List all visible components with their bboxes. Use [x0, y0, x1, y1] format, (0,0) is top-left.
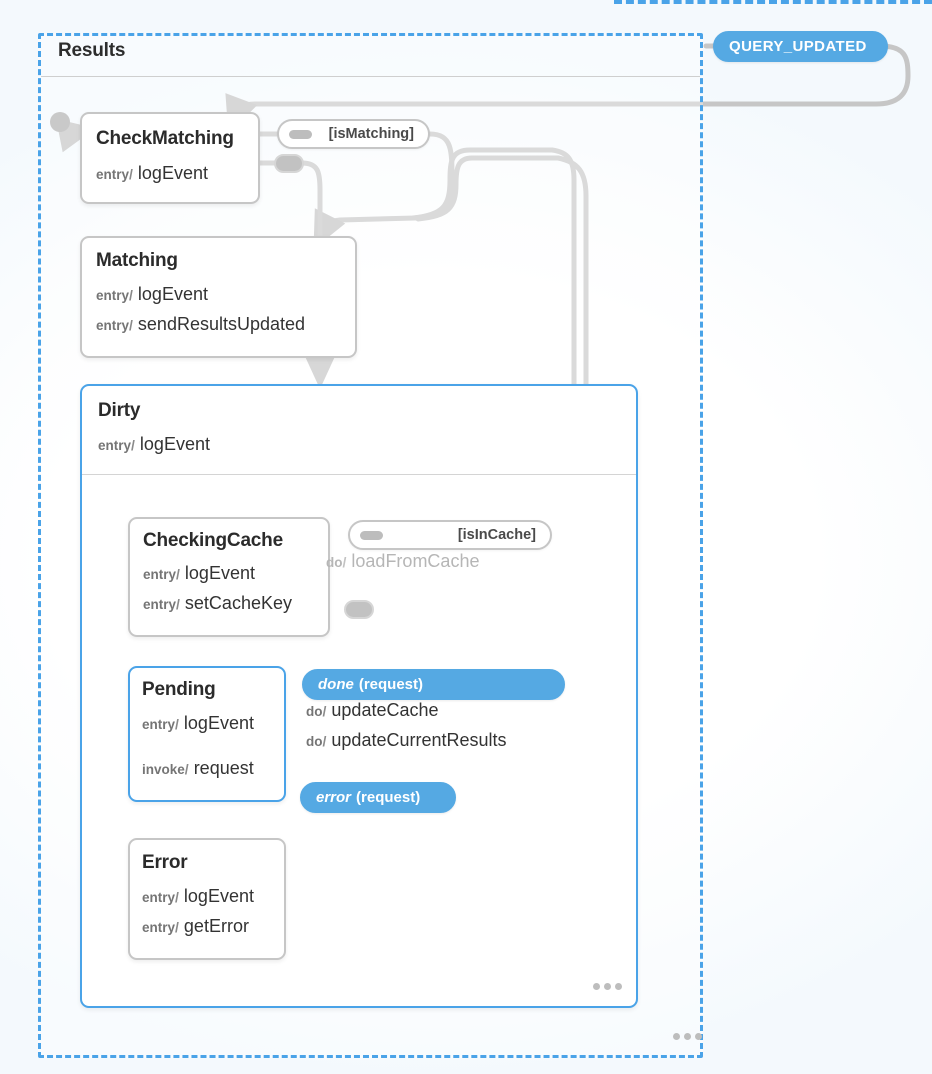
action-separator: /	[176, 566, 180, 582]
state-action: entry/ logEvent	[98, 434, 210, 455]
state-pending[interactable]: Pending entry/ logEvent invoke/ request	[128, 666, 286, 802]
action-kind: entry	[98, 438, 132, 453]
transition-done-request[interactable]: done (request)	[302, 669, 565, 700]
state-title: CheckingCache	[143, 530, 283, 551]
action-separator: /	[131, 437, 135, 453]
state-action: entry/ logEvent	[96, 285, 208, 304]
state-action: entry/ logEvent	[143, 564, 255, 583]
action-kind: invoke	[142, 762, 185, 777]
transition-guard-label: [isMatching]	[328, 126, 414, 142]
action-name: loadFromCache	[351, 551, 480, 571]
state-check-matching[interactable]: CheckMatching entry/ logEvent	[80, 112, 260, 204]
action-separator: /	[175, 716, 179, 732]
action-kind: entry	[143, 597, 177, 612]
state-action: entry/ logEvent	[142, 714, 254, 733]
action-separator: /	[322, 733, 327, 749]
transition-guard-label: [isInCache]	[457, 527, 536, 543]
action-kind: entry	[142, 890, 176, 905]
parent-container-edge	[614, 0, 932, 4]
transition-error-request[interactable]: error (request)	[300, 782, 456, 813]
action-kind: entry	[143, 567, 177, 582]
action-separator: /	[176, 596, 180, 612]
transition-action-load-from-cache: do/ loadFromCache	[326, 552, 479, 571]
state-action: invoke/ request	[142, 759, 254, 778]
transition-event-label: error	[316, 789, 352, 806]
state-action: entry/ setCacheKey	[143, 594, 292, 613]
state-title: Error	[142, 852, 188, 873]
action-separator: /	[175, 919, 179, 935]
action-separator: /	[129, 287, 133, 303]
action-name: logEvent	[184, 563, 255, 583]
state-action: entry/ getError	[142, 917, 249, 936]
action-name: logEvent	[183, 713, 254, 733]
action-name: request	[193, 758, 254, 778]
action-name: updateCache	[331, 700, 439, 720]
transition-event-arg: (request)	[356, 789, 421, 806]
eventless-bar-icon	[289, 129, 312, 139]
transition-is-matching[interactable]: [isMatching]	[277, 119, 430, 149]
transition-action-update-current-results: do/ updateCurrentResults	[306, 731, 507, 750]
initial-state-dot-results	[50, 112, 70, 132]
action-separator: /	[129, 166, 133, 182]
state-title: CheckMatching	[96, 128, 234, 149]
action-kind: do	[306, 734, 323, 749]
action-kind: entry	[142, 920, 176, 935]
action-separator: /	[129, 317, 133, 333]
state-title: Matching	[96, 250, 178, 271]
action-name: updateCurrentResults	[331, 730, 507, 750]
state-title: Dirty	[98, 400, 141, 421]
action-separator: /	[342, 554, 347, 570]
transition-query-updated[interactable]: QUERY_UPDATED	[713, 31, 888, 62]
transition-check-matching-else[interactable]	[274, 154, 304, 173]
state-title: Pending	[142, 679, 216, 700]
state-matching[interactable]: Matching entry/ logEvent entry/ sendResu…	[80, 236, 357, 358]
state-action: entry/ sendResultsUpdated	[96, 315, 305, 334]
action-separator: /	[175, 889, 179, 905]
action-kind: entry	[96, 167, 130, 182]
action-name: logEvent	[139, 434, 210, 454]
transition-action-update-cache: do/ updateCache	[306, 701, 439, 720]
results-title: Results	[58, 40, 126, 61]
transition-event-arg: (request)	[358, 676, 424, 693]
action-separator: /	[184, 761, 189, 777]
transition-event-label: QUERY_UPDATED	[729, 38, 867, 55]
action-name: sendResultsUpdated	[137, 314, 306, 334]
action-name: getError	[183, 916, 249, 936]
transition-is-in-cache[interactable]: [isInCache]	[348, 520, 552, 550]
results-overflow-ellipsis-icon[interactable]	[673, 1033, 702, 1040]
state-action: entry/ logEvent	[96, 164, 208, 183]
results-header-divider	[41, 76, 700, 77]
action-name: logEvent	[137, 284, 208, 304]
state-error[interactable]: Error entry/ logEvent entry/ getError	[128, 838, 286, 960]
action-kind: entry	[96, 318, 130, 333]
action-kind: entry	[96, 288, 130, 303]
transition-event-label: done	[318, 676, 354, 693]
action-name: logEvent	[183, 886, 254, 906]
eventless-bar-icon	[360, 530, 383, 540]
state-checking-cache[interactable]: CheckingCache entry/ logEvent entry/ set…	[128, 517, 330, 637]
action-kind: entry	[142, 717, 176, 732]
state-action: entry/ logEvent	[142, 887, 254, 906]
action-name: logEvent	[137, 163, 208, 183]
action-kind: do	[306, 704, 323, 719]
action-name: setCacheKey	[184, 593, 292, 613]
state-body-divider	[82, 474, 636, 475]
dirty-overflow-ellipsis-icon[interactable]	[593, 983, 622, 990]
action-kind: do	[326, 555, 343, 570]
action-separator: /	[322, 703, 327, 719]
transition-checking-cache-else[interactable]	[344, 600, 374, 619]
